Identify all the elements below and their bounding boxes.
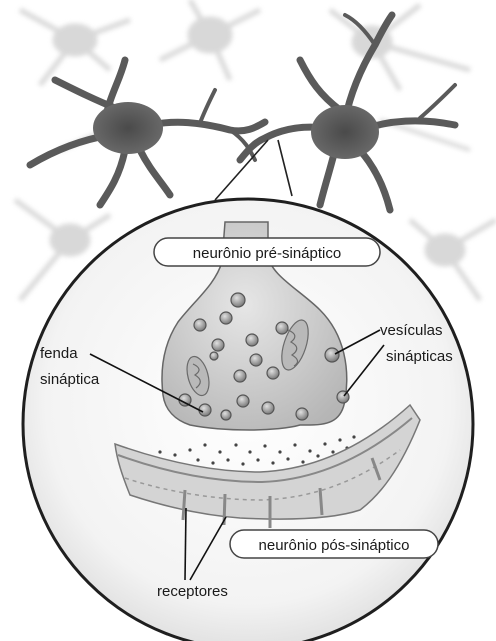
svg-text:sinápticas: sinápticas	[386, 348, 453, 365]
post-synaptic-label: neurônio pós-sináptico	[230, 530, 438, 558]
svg-text:neurônio pré-sináptico: neurônio pré-sináptico	[193, 245, 341, 262]
svg-text:fenda: fenda	[40, 345, 78, 362]
svg-text:neurônio pós-sináptico: neurônio pós-sináptico	[259, 537, 410, 554]
pre-synaptic-label: neurônio pré-sináptico	[154, 238, 380, 266]
svg-text:receptores: receptores	[157, 583, 228, 600]
svg-text:sináptica: sináptica	[40, 371, 100, 388]
right-neuron	[240, 15, 455, 210]
svg-text:vesículas: vesículas	[380, 322, 443, 339]
